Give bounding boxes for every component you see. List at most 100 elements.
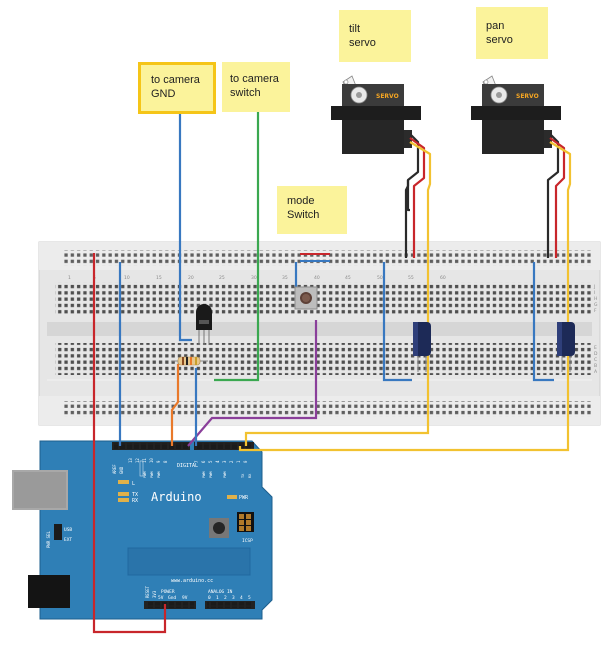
- analog-in-label: ANALOG IN: [208, 589, 233, 595]
- pin-0-label: 0: [243, 460, 248, 463]
- microcontroller-chip: [127, 547, 251, 576]
- led-tx-label: TX: [132, 492, 138, 498]
- power-jack: [28, 575, 70, 608]
- pin-10-label: 10: [149, 458, 154, 463]
- ext-label: EXT: [64, 537, 72, 543]
- pwr-led-label: PWR: [239, 495, 249, 501]
- pin-5v-label: 5V: [158, 595, 164, 601]
- note-camera-gnd: to camera GND: [138, 62, 216, 114]
- pin-11-label: 11: [142, 458, 147, 463]
- pin-13-label: 13: [128, 458, 133, 463]
- bb-col-20: 20: [188, 275, 194, 281]
- pin-9v-label: 9V: [182, 595, 188, 601]
- bb-row-i: I: [594, 290, 595, 296]
- bb-col-10: 10: [124, 275, 130, 281]
- bb-col-25: 25: [219, 275, 225, 281]
- bb-col-45: 45: [345, 275, 351, 281]
- analog-pin-4: 4: [240, 595, 243, 601]
- 3v3-label: 3V3: [152, 590, 157, 598]
- arduino-logo-text: Arduino: [151, 490, 202, 504]
- breadboard: [38, 241, 601, 426]
- bb-col-40: 40: [314, 275, 320, 281]
- wire-tilt-signal: [244, 365, 430, 446]
- bb-row-b: B: [594, 363, 597, 369]
- bb-col-55: 55: [408, 275, 414, 281]
- analog-pin-3: 3: [232, 595, 235, 601]
- pin-6-label: 6: [201, 460, 206, 463]
- usb-label: USB: [64, 527, 72, 533]
- bb-row-e: E: [594, 345, 597, 351]
- analog-pin-2: 2: [224, 595, 227, 601]
- pin-gnd-label: Gnd: [168, 595, 176, 601]
- bb-col-60: 60: [440, 275, 446, 281]
- pin-4-label: 4: [215, 460, 220, 463]
- pwr-sel-label: PWR SEL: [46, 531, 51, 548]
- pwm-label-6: PWM: [202, 472, 206, 478]
- mode-switch-button: [294, 286, 318, 310]
- wire-camera-switch: [214, 112, 260, 382]
- transistor: [196, 304, 212, 345]
- pwm-label-10: PWM: [150, 472, 154, 478]
- note-pan-servo: pan servo: [476, 7, 548, 59]
- pan-servo-leads: [546, 133, 572, 365]
- wire-5v-red: [92, 253, 167, 634]
- arduino-website: www.arduino.cc: [171, 578, 213, 584]
- reset-label: RESET: [145, 585, 150, 598]
- pin-3-label: 3: [222, 460, 227, 463]
- analog-pin-5: 5: [248, 595, 251, 601]
- bb-row-g: G: [594, 302, 598, 308]
- tilt-servo: SERVO: [331, 75, 421, 154]
- wire-pan-signal: [238, 365, 570, 452]
- wire-camera-gnd: [178, 114, 192, 342]
- tilt-capacitor: [413, 322, 431, 372]
- note-camera-switch: to camera switch: [222, 62, 290, 112]
- gnd-label: GND: [119, 466, 124, 474]
- pin-1-label: 1: [236, 460, 241, 463]
- pwm-label-11: PWM: [143, 472, 147, 478]
- pin-7-label: 7: [194, 460, 199, 463]
- pwr-sel-jumper: [54, 524, 62, 540]
- pwm-label-9: PWM: [157, 472, 161, 478]
- wire-pan-gnd: [532, 262, 554, 382]
- tx-header-label: TX: [241, 473, 245, 478]
- pwm-label-5: PWM: [209, 472, 213, 478]
- pin-2-label: 2: [229, 460, 234, 463]
- wire-mode-switch-purple: [187, 320, 318, 447]
- rx-header-label: RX: [248, 473, 252, 478]
- bb-col-1: 1: [68, 275, 71, 281]
- led-l: [118, 480, 129, 484]
- pin-8-label: 8: [163, 460, 168, 463]
- aref-label: AREF: [112, 464, 117, 474]
- bb-col-15: 15: [156, 275, 162, 281]
- arduino-board: [12, 440, 273, 620]
- pan-capacitor: [557, 322, 575, 372]
- digital-label: DIGITAL: [177, 463, 198, 469]
- resistor: [172, 356, 208, 366]
- bb-col-50: 50: [377, 275, 383, 281]
- pin-12-label: 12: [135, 458, 140, 463]
- arduino-labels: Arduino www.arduino.cc DIGITAL AREF GND …: [46, 458, 253, 601]
- wire-transistor-orange: [170, 364, 180, 446]
- bb-col-30: 30: [251, 275, 257, 281]
- pan-servo-brand: SERVO: [516, 93, 539, 100]
- bb-row-c: C: [594, 357, 597, 363]
- pin-9-label: 9: [156, 460, 161, 463]
- analog-pin-0: 0: [208, 595, 211, 601]
- analog-pin-1: 1: [216, 595, 219, 601]
- led-tx: [118, 492, 129, 496]
- led-l-label: L: [132, 481, 135, 487]
- note-tilt-servo: tilt servo: [339, 10, 411, 62]
- bb-row-d: D: [594, 351, 598, 357]
- pin-5-label: 5: [208, 460, 213, 463]
- led-rx-label: RX: [132, 498, 138, 504]
- wire-tilt-gnd: [382, 262, 412, 382]
- icsp-label: ICSP: [242, 538, 253, 544]
- bb-col-35: 35: [282, 275, 288, 281]
- pwm-label-3: PWM: [223, 472, 227, 478]
- tilt-servo-leads: [404, 133, 432, 365]
- led-pwr: [227, 495, 237, 499]
- power-label: POWER: [161, 589, 175, 595]
- tilt-servo-brand: SERVO: [376, 93, 399, 100]
- bb-row-a: A: [594, 369, 598, 375]
